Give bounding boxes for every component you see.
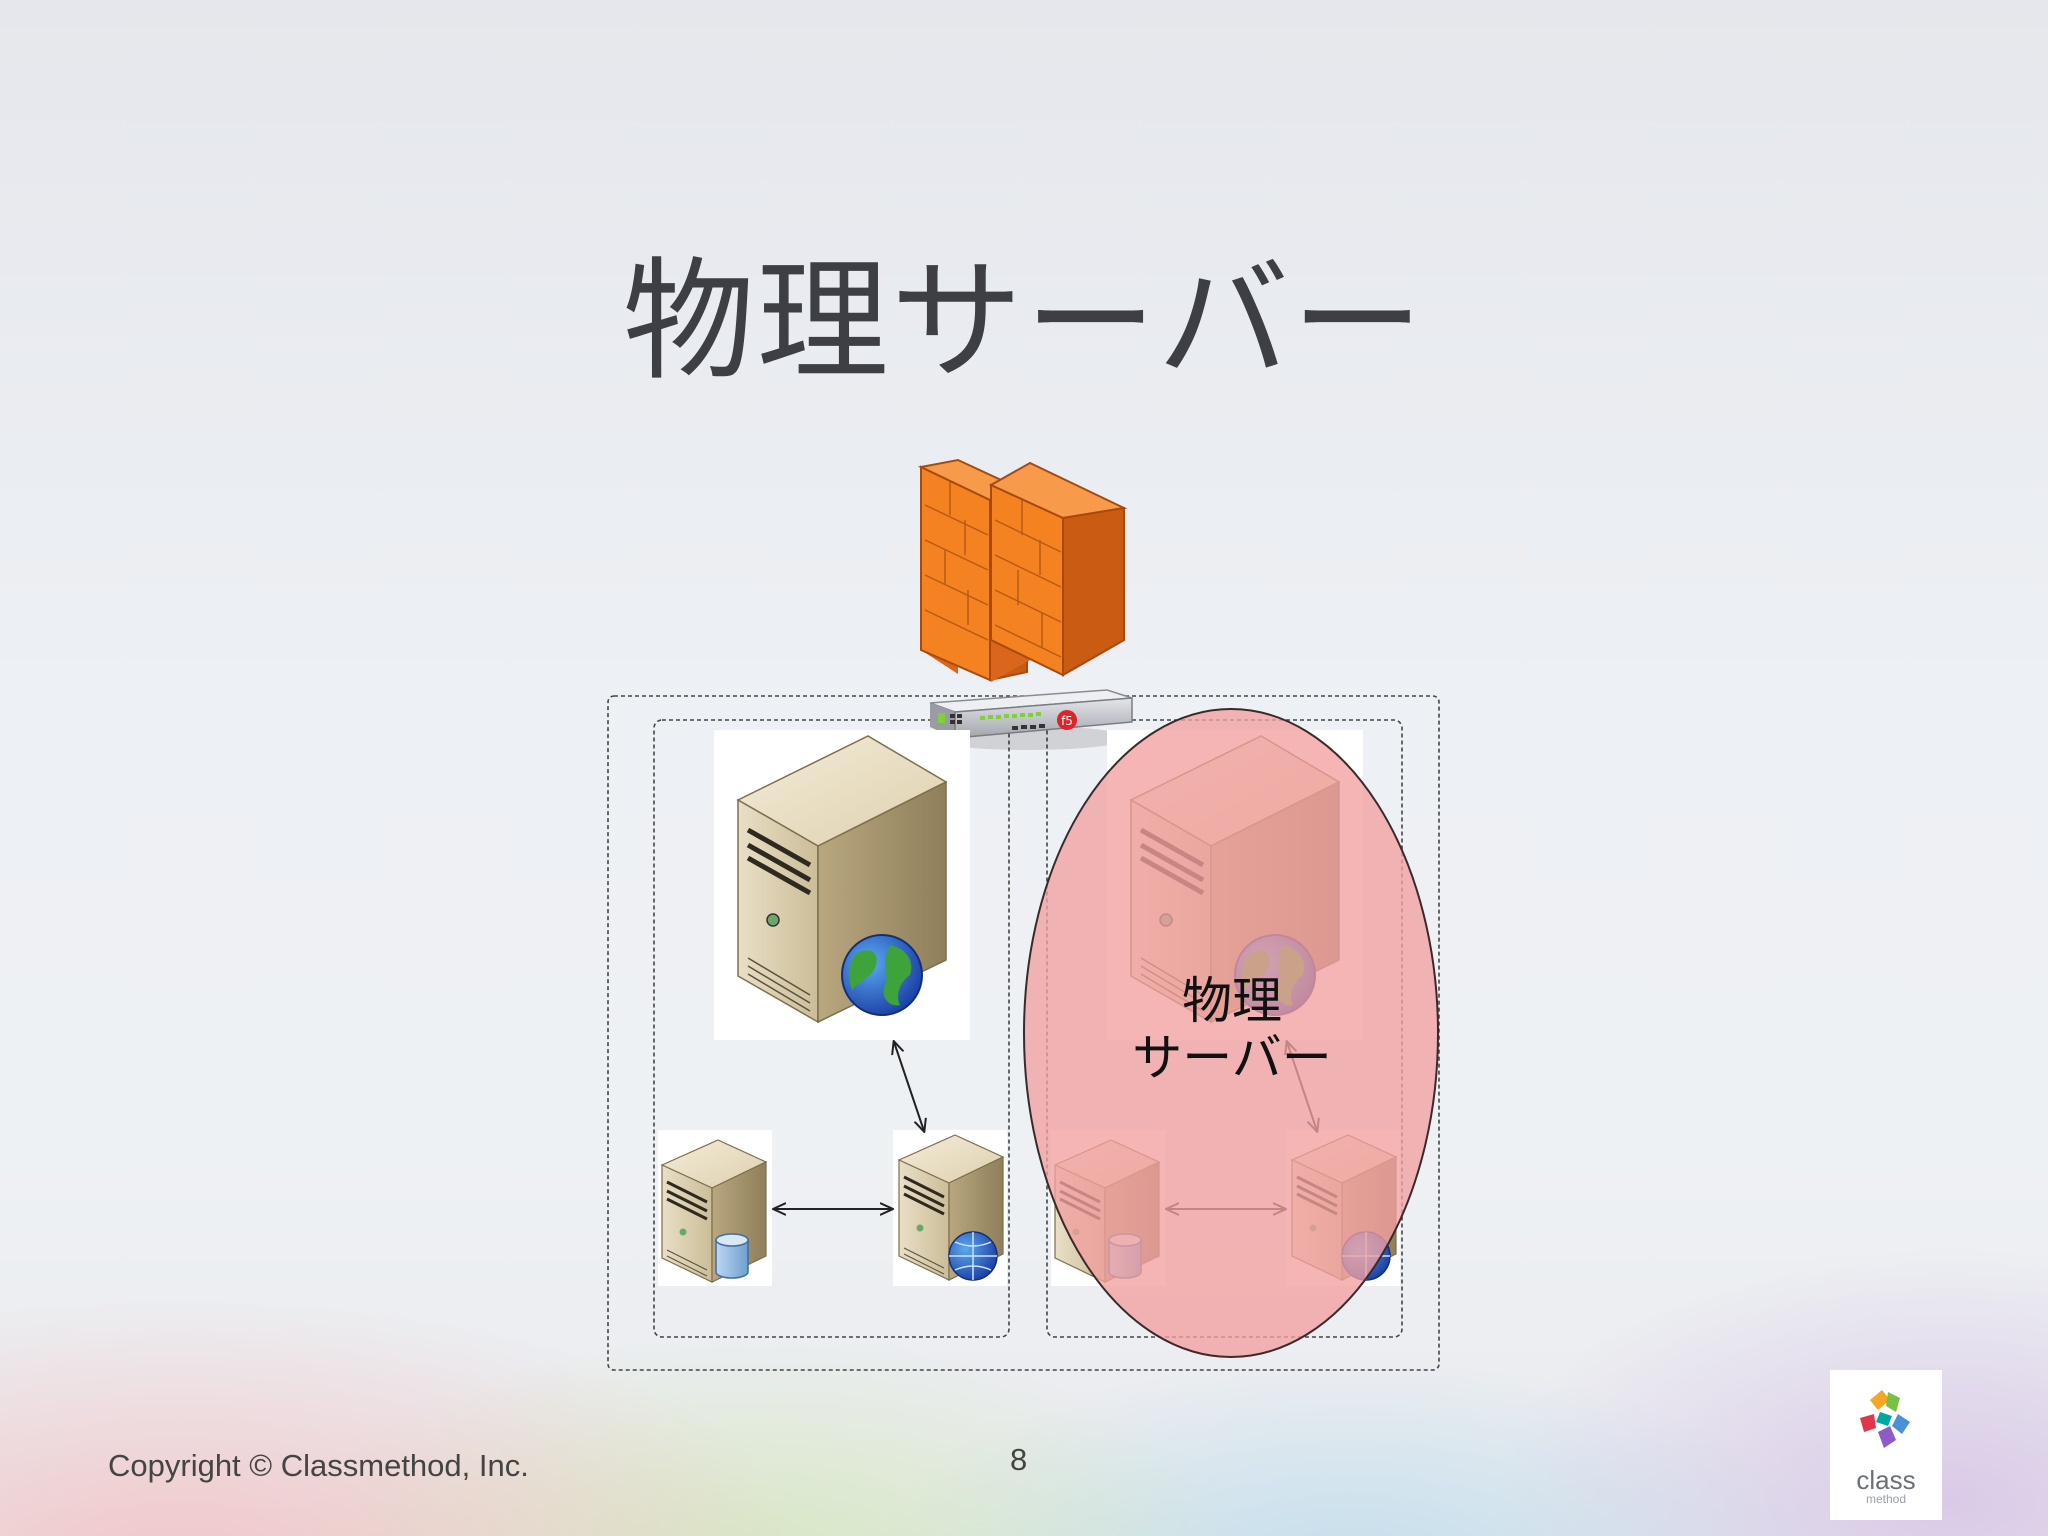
highlight-label-line2: サーバー [1132,1029,1332,1087]
page-number: 8 [1010,1442,1028,1477]
web-server-large-icon [714,730,970,1040]
logo-text: class [1856,1465,1916,1495]
load-balancer-icon: f5 [928,689,1133,750]
left-server-group [653,719,1010,1338]
logo-mark-icon [1860,1390,1910,1448]
f5-badge-label: f5 [1061,714,1073,728]
firewall-icon [917,458,1128,682]
classmethod-logo: class method [1830,1370,1942,1520]
slide-title: 物理サーバー [622,245,1426,399]
db-server-small-icon [658,1130,772,1286]
web-server-small-icon [893,1130,1007,1286]
physical-server-highlight [1023,708,1439,1358]
logo-subtext: method [1865,1492,1907,1506]
highlight-label-line1: 物理 [1182,972,1282,1030]
web-to-app-arrow [894,1042,924,1131]
copyright-text: Copyright © Classmethod, Inc. [108,1448,529,1483]
